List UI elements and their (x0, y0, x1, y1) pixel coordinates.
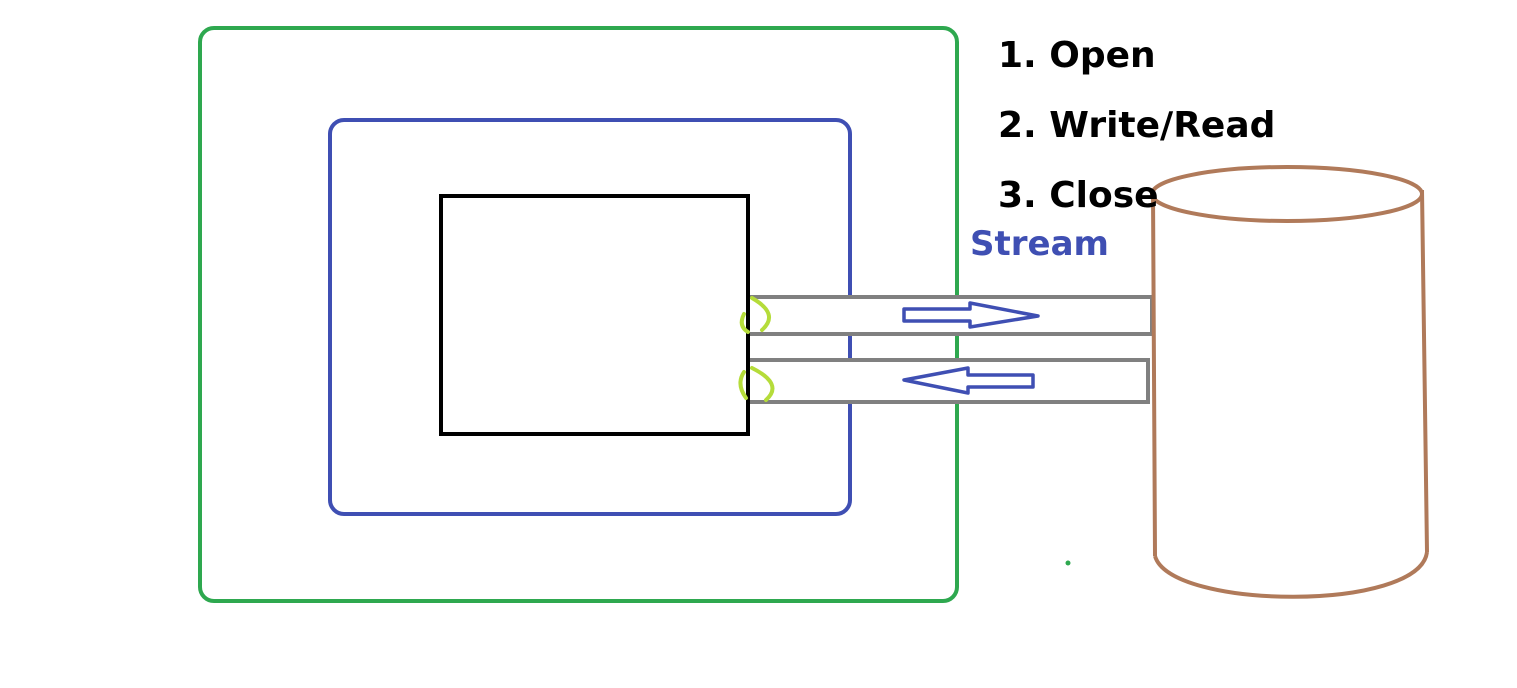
step-write-read: 2. Write/Read (998, 105, 1276, 146)
right-arrow-icon (902, 301, 1040, 329)
stream-pipes (748, 295, 1154, 404)
connector-bottom-left (738, 370, 748, 400)
steps-list: 1. Open 2. Write/Read 3. Close (998, 34, 1275, 244)
step-open: 1. Open (998, 35, 1156, 76)
connector-top-left (739, 312, 750, 334)
outgoing-pipe (748, 295, 1154, 336)
left-arrow-icon (902, 366, 1035, 395)
connector-top (750, 296, 772, 332)
connector-bottom (750, 366, 775, 402)
step-close: 3. Close (998, 175, 1159, 216)
cylinder-bottom (1153, 551, 1429, 599)
cylinder-storage (1150, 165, 1429, 599)
inner-box (439, 194, 750, 436)
incoming-pipe (748, 358, 1150, 404)
cylinder-top (1150, 165, 1424, 223)
stream-label: Stream (970, 224, 1109, 264)
green-dot (1065, 560, 1071, 566)
cylinder-body (1151, 189, 1429, 557)
connectors (738, 296, 775, 402)
